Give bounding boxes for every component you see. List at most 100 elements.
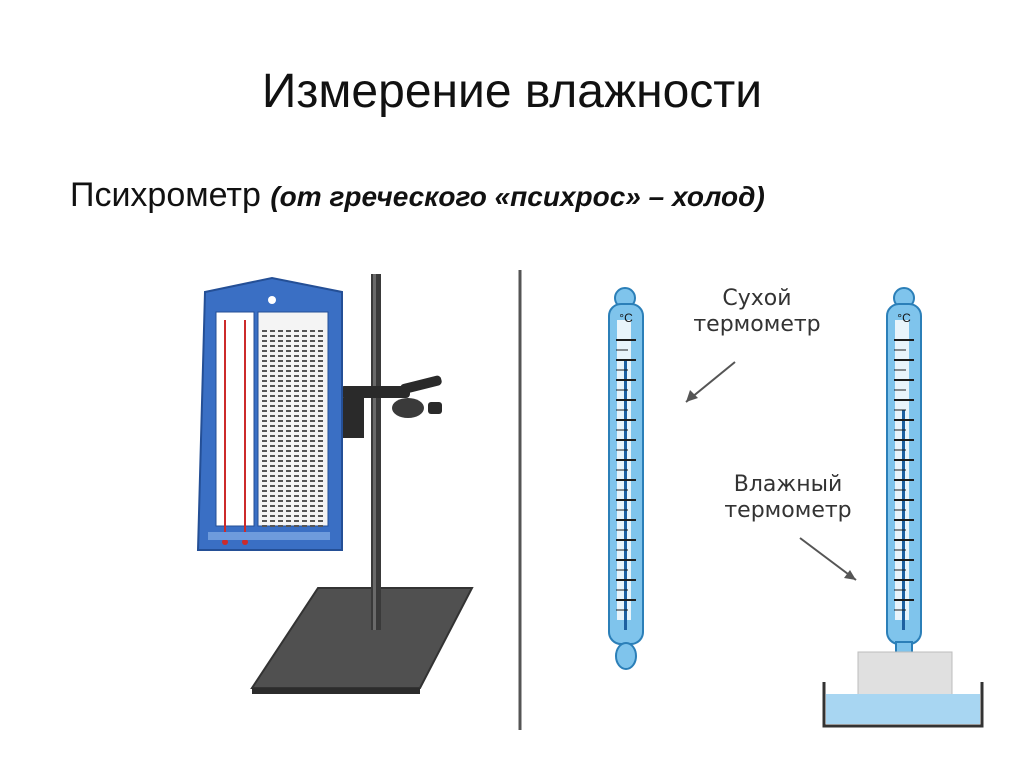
table-cell <box>270 345 275 347</box>
table-cell <box>262 490 267 492</box>
table-cell <box>302 380 307 382</box>
table-cell <box>294 515 299 517</box>
table-cell <box>318 415 323 417</box>
table-cell <box>294 395 299 397</box>
table-cell <box>302 445 307 447</box>
table-cell <box>310 435 315 437</box>
table-cell <box>310 420 315 422</box>
table-cell <box>318 350 323 352</box>
table-cell <box>278 465 283 467</box>
table-cell <box>294 505 299 507</box>
table-cell <box>286 515 291 517</box>
table-cell <box>270 485 275 487</box>
table-cell <box>278 435 283 437</box>
subtitle-main: Психрометр <box>70 176 261 214</box>
lab-stand <box>250 274 474 694</box>
table-cell <box>302 475 307 477</box>
table-cell <box>318 420 323 422</box>
table-cell <box>262 480 267 482</box>
table-cell <box>278 490 283 492</box>
table-cell <box>286 345 291 347</box>
table-cell <box>318 495 323 497</box>
table-cell <box>278 430 283 432</box>
dry-thermometer-scale <box>616 339 636 611</box>
table-cell <box>318 330 323 332</box>
table-cell <box>294 465 299 467</box>
table-cell <box>286 505 291 507</box>
table-cell <box>286 410 291 412</box>
table-cell <box>270 465 275 467</box>
table-cell <box>278 350 283 352</box>
table-cell <box>310 340 315 342</box>
table-cell <box>286 475 291 477</box>
table-cell <box>286 355 291 357</box>
table-cell <box>310 380 315 382</box>
table-cell <box>286 415 291 417</box>
table-cell <box>278 380 283 382</box>
table-cell <box>286 520 291 522</box>
table-cell <box>310 445 315 447</box>
table-cell <box>278 505 283 507</box>
table-cell <box>286 450 291 452</box>
table-cell <box>262 485 267 487</box>
table-cell <box>262 505 267 507</box>
table-cell <box>310 335 315 337</box>
table-cell <box>310 395 315 397</box>
table-cell <box>270 500 275 502</box>
table-cell <box>318 345 323 347</box>
table-cell <box>262 445 267 447</box>
table-cell <box>302 415 307 417</box>
table-cell <box>270 440 275 442</box>
table-cell <box>278 425 283 427</box>
table-cell <box>302 360 307 362</box>
table-cell <box>294 370 299 372</box>
table-cell <box>294 420 299 422</box>
table-cell <box>294 495 299 497</box>
table-cell <box>270 410 275 412</box>
table-cell <box>294 410 299 412</box>
table-cell <box>310 505 315 507</box>
table-cell <box>310 520 315 522</box>
table-cell <box>318 395 323 397</box>
table-cell <box>302 335 307 337</box>
table-cell <box>310 460 315 462</box>
table-cell <box>302 400 307 402</box>
table-cell <box>302 425 307 427</box>
table-cell <box>270 430 275 432</box>
table-cell <box>270 475 275 477</box>
table-cell <box>278 520 283 522</box>
table-cell <box>262 340 267 342</box>
table-cell <box>286 425 291 427</box>
table-cell <box>278 415 283 417</box>
table-cell <box>318 525 323 527</box>
dry-thermometer-label: Сухой термометр <box>693 286 821 337</box>
table-cell <box>286 395 291 397</box>
table-cell <box>278 395 283 397</box>
table-cell <box>262 470 267 472</box>
table-cell <box>302 510 307 512</box>
table-cell <box>294 340 299 342</box>
table-cell <box>302 470 307 472</box>
table-cell <box>262 335 267 337</box>
table-cell <box>302 420 307 422</box>
table-cell <box>270 370 275 372</box>
table-cell <box>286 460 291 462</box>
table-cell <box>310 480 315 482</box>
slide-subtitle: Психрометр (от греческого «психрос» – хо… <box>70 176 765 215</box>
table-cell <box>270 365 275 367</box>
table-cell <box>294 445 299 447</box>
psychrometric-table <box>262 330 323 527</box>
table-cell <box>262 350 267 352</box>
table-cell <box>270 505 275 507</box>
table-cell <box>318 370 323 372</box>
table-cell <box>318 450 323 452</box>
table-cell <box>270 510 275 512</box>
table-cell <box>278 495 283 497</box>
table-cell <box>270 405 275 407</box>
table-cell <box>262 375 267 377</box>
table-cell <box>278 365 283 367</box>
table-cell <box>270 525 275 527</box>
table-cell <box>294 415 299 417</box>
table-cell <box>318 375 323 377</box>
table-cell <box>262 425 267 427</box>
